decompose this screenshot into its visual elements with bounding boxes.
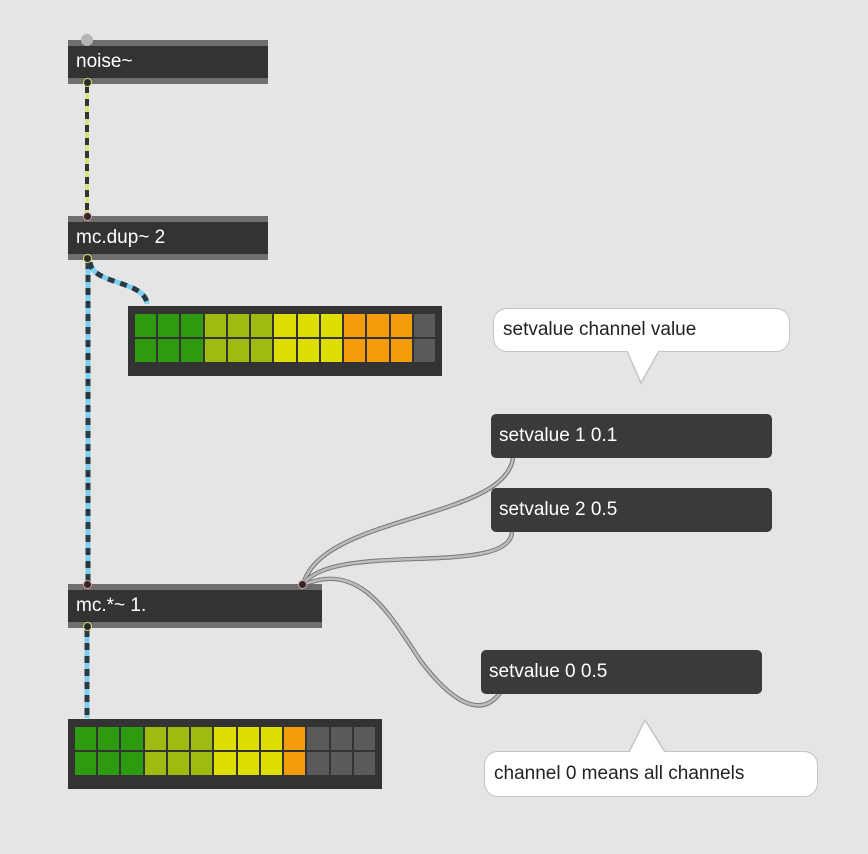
mc-dup-outlet[interactable] <box>83 254 92 263</box>
meter-segment <box>390 314 412 337</box>
comment-channel-zero: channel 0 means all channels <box>484 751 818 797</box>
setvalue-2-label: setvalue 2 0.5 <box>499 499 618 520</box>
mc-meter-top[interactable] <box>128 306 442 376</box>
meter-segment <box>144 727 166 750</box>
meter-segment <box>413 314 436 337</box>
meter-segment <box>227 314 250 337</box>
meter-segment <box>307 727 329 750</box>
meter-segment <box>98 727 120 750</box>
meter-segment <box>251 314 273 337</box>
meter-segment <box>181 339 203 362</box>
mc-multiply-object[interactable]: mc.*~ 1. <box>68 584 322 628</box>
meter-segment <box>191 727 213 750</box>
meter-segment <box>135 314 157 337</box>
mc-dup-object-label: mc.dup~ 2 <box>76 227 166 248</box>
meter-segment <box>135 339 157 362</box>
comment-setvalue-channel-value: setvalue channel value <box>493 308 790 352</box>
noise-object-label: noise~ <box>76 51 133 72</box>
meter-top-channel-1 <box>135 314 436 337</box>
meter-segment <box>237 727 259 750</box>
comment-top-text: setvalue channel value <box>503 319 697 340</box>
meter-segment <box>330 752 352 775</box>
wire-setvalue0-to-mul[interactable] <box>302 576 502 708</box>
setvalue-0-message[interactable]: setvalue 0 0.5 <box>481 650 762 694</box>
meter-segment <box>413 339 436 362</box>
meter-segment <box>237 752 259 775</box>
meter-segment <box>344 339 366 362</box>
meter-segment <box>227 339 250 362</box>
meter-bottom-channel-2 <box>75 752 376 775</box>
wire-setvalue2-to-mul[interactable] <box>301 531 515 587</box>
setvalue-1-label: setvalue 1 0.1 <box>499 425 618 446</box>
meter-segment <box>297 339 319 362</box>
meter-segment <box>367 314 389 337</box>
mc-multiply-object-label: mc.*~ 1. <box>76 595 147 616</box>
meter-segment <box>121 752 143 775</box>
meter-top-channel-2 <box>135 339 436 362</box>
meter-segment <box>214 727 236 750</box>
meter-segment <box>251 339 273 362</box>
meter-segment <box>353 752 376 775</box>
meter-segment <box>204 339 226 362</box>
setvalue-2-message[interactable]: setvalue 2 0.5 <box>491 488 772 532</box>
comment-bottom-pointer <box>628 719 666 753</box>
comment-top-pointer <box>626 350 660 385</box>
noise-outlet[interactable] <box>83 78 92 87</box>
meter-segment <box>297 314 319 337</box>
comment-bottom-text: channel 0 means all channels <box>494 763 745 784</box>
meter-segment <box>353 727 376 750</box>
setvalue-1-message[interactable]: setvalue 1 0.1 <box>491 414 772 458</box>
meter-segment <box>390 339 412 362</box>
meter-segment <box>344 314 366 337</box>
wire-dup-to-meter-top[interactable] <box>87 261 150 305</box>
meter-segment <box>181 314 203 337</box>
mc-dup-object[interactable]: mc.dup~ 2 <box>68 216 268 260</box>
mc-multiply-inlet-left[interactable] <box>83 580 92 589</box>
meter-segment <box>75 752 97 775</box>
meter-segment <box>330 727 352 750</box>
setvalue-0-label: setvalue 0 0.5 <box>489 661 608 682</box>
mc-dup-inlet[interactable] <box>83 212 92 221</box>
meter-segment <box>204 314 226 337</box>
meter-segment <box>121 727 143 750</box>
meter-segment <box>167 727 190 750</box>
noise-inlet[interactable] <box>81 34 93 46</box>
meter-bottom-channel-1 <box>75 727 376 750</box>
meter-segment <box>158 339 180 362</box>
noise-object[interactable]: noise~ <box>68 40 268 84</box>
mc-meter-bottom[interactable] <box>68 719 382 789</box>
meter-segment <box>260 752 283 775</box>
meter-segment <box>307 752 329 775</box>
meter-segment <box>320 339 343 362</box>
meter-segment <box>367 339 389 362</box>
meter-segment <box>167 752 190 775</box>
meter-segment <box>274 339 296 362</box>
meter-segment <box>98 752 120 775</box>
meter-segment <box>144 752 166 775</box>
mc-multiply-inlet-right[interactable] <box>298 580 307 589</box>
meter-segment <box>191 752 213 775</box>
meter-segment <box>260 727 283 750</box>
meter-segment <box>274 314 296 337</box>
meter-segment <box>320 314 343 337</box>
meter-segment <box>158 314 180 337</box>
wire-setvalue1-to-mul[interactable] <box>300 457 516 586</box>
meter-segment <box>284 727 306 750</box>
meter-segment <box>75 727 97 750</box>
meter-segment <box>284 752 306 775</box>
mc-multiply-outlet[interactable] <box>83 622 92 631</box>
meter-segment <box>214 752 236 775</box>
